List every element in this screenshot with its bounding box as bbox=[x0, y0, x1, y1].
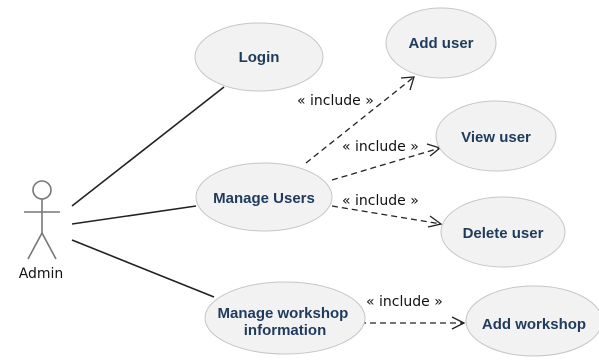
include-add-user bbox=[305, 76, 415, 164]
include-view-user-label: « include » bbox=[342, 139, 419, 155]
include-add-user-arrow bbox=[400, 76, 415, 91]
association-login bbox=[71, 86, 225, 207]
actor-left-leg bbox=[27, 232, 43, 260]
usecase-add-workshop: Add workshop bbox=[465, 285, 599, 357]
include-view-user-line bbox=[331, 147, 441, 181]
usecase-manage-users: Manage Users bbox=[195, 162, 333, 232]
actor-head bbox=[32, 180, 52, 200]
usecase-delete-user-label: Delete user bbox=[463, 225, 544, 242]
usecase-add-workshop-label: Add workshop bbox=[482, 316, 586, 333]
association-manage-workshop bbox=[71, 239, 215, 298]
association-manage-users bbox=[71, 205, 197, 225]
usecase-delete-user: Delete user bbox=[440, 196, 566, 268]
actor-right-leg bbox=[41, 232, 57, 260]
usecase-manage-workshop-line2: information bbox=[244, 322, 327, 339]
include-delete-user-arrow bbox=[427, 215, 443, 228]
usecase-manage-workshop-shape bbox=[204, 281, 366, 355]
usecase-manage-workshop-label: Manage workshop information bbox=[217, 305, 352, 339]
usecase-login: Login bbox=[194, 22, 324, 92]
include-add-workshop-arrow bbox=[451, 316, 466, 330]
usecase-add-user-shape bbox=[385, 7, 497, 79]
usecase-login-label: Login bbox=[239, 49, 280, 66]
usecase-add-user-label: Add user bbox=[408, 35, 473, 52]
usecase-add-workshop-shape bbox=[465, 285, 599, 357]
usecase-view-user: View user bbox=[435, 100, 557, 172]
include-add-user-line bbox=[305, 76, 415, 164]
include-delete-user-line bbox=[331, 205, 442, 225]
actor-admin: Admin bbox=[19, 180, 64, 282]
include-add-user-label: « include » bbox=[297, 93, 374, 109]
include-add-workshop bbox=[360, 316, 466, 330]
usecase-add-user: Add user bbox=[385, 7, 497, 79]
usecase-delete-user-shape bbox=[440, 196, 566, 268]
include-delete-user bbox=[331, 205, 443, 228]
usecase-login-shape bbox=[194, 22, 324, 92]
usecase-view-user-label: View user bbox=[461, 129, 531, 146]
usecase-manage-workshop: Manage workshop information bbox=[204, 281, 366, 355]
actor-label: Admin bbox=[19, 266, 64, 282]
usecase-view-user-shape bbox=[435, 100, 557, 172]
include-add-workshop-label: « include » bbox=[366, 294, 443, 310]
include-delete-user-label: « include » bbox=[342, 193, 419, 209]
usecase-manage-users-shape bbox=[195, 162, 333, 232]
usecase-manage-workshop-line1: Manage workshop bbox=[217, 305, 348, 322]
usecase-manage-users-label: Manage Users bbox=[213, 190, 315, 207]
